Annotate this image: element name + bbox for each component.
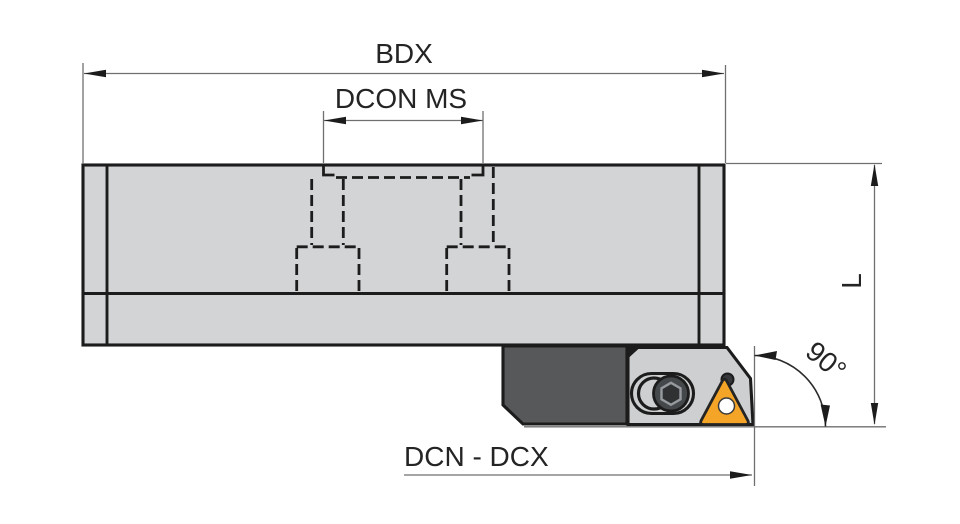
slot-left-edge — [322, 164, 335, 177]
angle-arrow-top-icon — [754, 351, 777, 360]
dimension-dcon-ms: DCON MS — [322, 83, 484, 163]
angle-arrow-bottom-icon — [820, 404, 830, 427]
insert-hole — [717, 397, 736, 415]
l-arrow-down-icon — [870, 403, 879, 425]
dimension-dcn-dcx: DCN - DCX — [404, 346, 756, 486]
dcon-ms-label: DCON MS — [335, 83, 467, 114]
dcon-arrow-left-icon — [324, 116, 346, 125]
bdx-arrow-right-icon — [702, 69, 724, 78]
l-arrow-up-icon — [870, 164, 879, 186]
dcn-dcx-label: DCN - DCX — [404, 441, 549, 472]
bdx-label: BDX — [375, 38, 433, 69]
hex-socket-edge — [660, 381, 682, 407]
shank-outline — [81, 163, 726, 347]
head-corner-chamfer — [628, 347, 640, 359]
bdx-arrow-left-icon — [84, 69, 106, 78]
angle-annotation: 90° — [754, 335, 852, 427]
tool-body — [81, 163, 726, 347]
hidden-features — [295, 164, 511, 292]
tool-head — [501, 344, 755, 427]
dimension-bdx: BDX — [82, 38, 727, 164]
dcon-arrow-right-icon — [461, 116, 483, 125]
l-label: L — [836, 273, 867, 289]
hex-socket-icon — [661, 382, 681, 405]
dcn-arrow-right-icon — [730, 471, 752, 479]
clamp-block — [501, 344, 629, 426]
dimension-l: L — [524, 162, 886, 428]
slot-right-edge — [471, 164, 485, 177]
